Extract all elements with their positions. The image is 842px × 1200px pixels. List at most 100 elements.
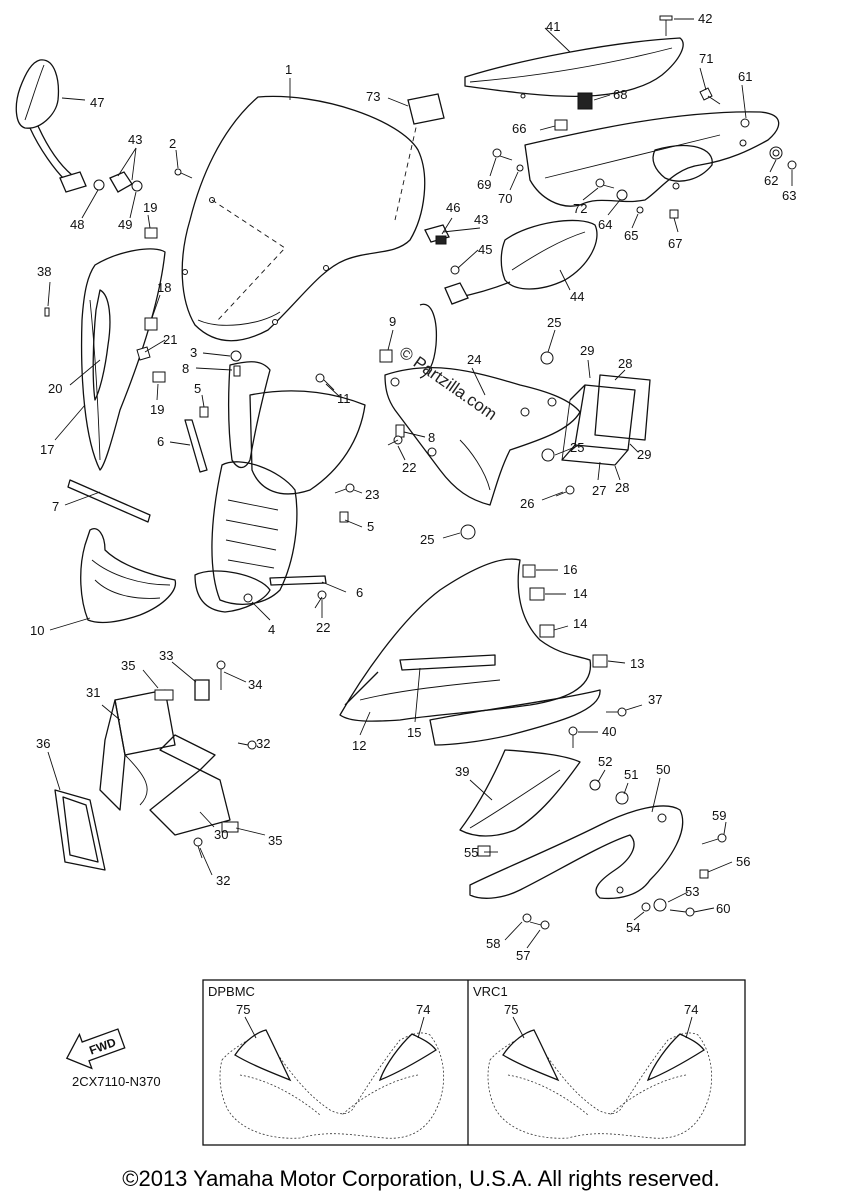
label-26: 26: [520, 496, 534, 511]
label-22b: 22: [316, 620, 330, 635]
partzilla-watermark: © Partzilla.com: [396, 343, 501, 424]
label-57: 57: [516, 948, 530, 963]
label-30: 30: [214, 827, 228, 842]
label-3: 3: [190, 345, 197, 360]
label-25b: 25: [570, 440, 584, 455]
screw-60: [669, 907, 695, 917]
label-70: 70: [498, 191, 512, 206]
pad-8-right: [395, 424, 405, 438]
inset-left-label-74: 74: [416, 1002, 430, 1017]
frame-36: [54, 789, 106, 871]
label-47: 47: [90, 95, 104, 110]
label-19b: 19: [150, 402, 164, 417]
label-24: 24: [467, 352, 481, 367]
leader-lines: [47, 18, 793, 949]
label-46: 46: [446, 200, 460, 215]
label-14a: 14: [573, 586, 587, 601]
inset-left-panel-75: [234, 1029, 292, 1082]
screw-57: [529, 920, 550, 930]
label-18: 18: [157, 280, 171, 295]
stay-24: [384, 303, 581, 506]
inset-left-label-75: 75: [236, 1002, 250, 1017]
part-labels: 1 2 3 4 5 5 6 6 7 8 8 9 10 11 12 13 14 1…: [30, 11, 796, 963]
copyright-notice: ©2013 Yamaha Motor Corporation, U.S.A. A…: [122, 1166, 720, 1191]
label-65: 65: [624, 228, 638, 243]
label-11: 11: [337, 391, 351, 406]
clip-18: [144, 317, 158, 331]
label-53: 53: [685, 884, 699, 899]
label-43a: 43: [128, 132, 142, 147]
label-28a: 28: [618, 356, 632, 371]
label-23: 23: [365, 487, 379, 502]
label-21: 21: [163, 332, 177, 347]
label-45: 45: [478, 242, 492, 257]
pad-35-lower: [221, 821, 239, 833]
label-17: 17: [40, 442, 54, 457]
inset-right-label-75: 75: [504, 1002, 518, 1017]
grommet-53: [653, 898, 667, 912]
nut-14-lower: [539, 624, 555, 638]
collar-52: [589, 779, 601, 791]
inset-left-panel-74: [378, 1033, 437, 1082]
label-29b: 29: [637, 447, 651, 462]
side-cover-17: [80, 248, 166, 471]
label-62: 62: [764, 173, 778, 188]
label-55: 55: [464, 845, 478, 860]
grommet-25-c: [460, 524, 476, 540]
clip-9: [379, 349, 393, 363]
label-19a: 19: [143, 200, 157, 215]
windscreen: [181, 95, 426, 342]
grommet-51: [615, 791, 629, 805]
label-8b: 8: [428, 430, 435, 445]
label-33: 33: [159, 648, 173, 663]
label-10: 10: [30, 623, 44, 638]
label-73: 73: [366, 89, 380, 104]
label-27: 27: [592, 483, 606, 498]
label-2: 2: [169, 136, 176, 151]
sensor-33: [194, 679, 210, 701]
decal-73: [407, 93, 445, 125]
collar-54: [641, 902, 651, 912]
screw-40: [568, 726, 578, 748]
label-36: 36: [36, 736, 50, 751]
lower-cowl-50: [469, 805, 684, 900]
label-25a: 25: [547, 315, 561, 330]
label-64: 64: [598, 217, 612, 232]
inset-right-panel-74: [646, 1033, 705, 1082]
inset-left-fairing: [219, 1029, 445, 1139]
label-7: 7: [52, 499, 59, 514]
label-49: 49: [118, 217, 132, 232]
label-37: 37: [648, 692, 662, 707]
label-67: 67: [668, 236, 682, 251]
label-60: 60: [716, 901, 730, 916]
bolt-11: [315, 373, 335, 391]
label-32a: 32: [256, 736, 270, 751]
variant-inset-box: DPBMC VRC1 75 74 75 74: [202, 979, 746, 1146]
label-38: 38: [37, 264, 51, 279]
pad-35-upper: [154, 689, 174, 701]
bolt-22-lower: [314, 590, 327, 609]
label-43b: 43: [474, 212, 488, 227]
screw-32-lower: [193, 837, 203, 859]
label-44: 44: [570, 289, 584, 304]
label-13: 13: [630, 656, 644, 671]
label-4: 4: [268, 622, 275, 637]
label-20: 20: [48, 381, 62, 396]
label-12: 12: [352, 738, 366, 753]
label-48: 48: [70, 217, 84, 232]
screw-59: [701, 833, 727, 845]
screw-32-upper: [237, 740, 257, 750]
inner-panel: [194, 361, 366, 613]
bolt-23: [334, 483, 355, 494]
strip-6-lower: [269, 575, 327, 586]
label-40: 40: [602, 724, 616, 739]
label-35b: 35: [268, 833, 282, 848]
label-68: 68: [613, 87, 627, 102]
label-8a: 8: [182, 361, 189, 376]
grommet-25-b: [541, 448, 555, 462]
nut-19-top: [144, 227, 158, 239]
label-5a: 5: [194, 381, 201, 396]
label-14b: 14: [573, 616, 587, 631]
bracket-30: [149, 734, 231, 836]
